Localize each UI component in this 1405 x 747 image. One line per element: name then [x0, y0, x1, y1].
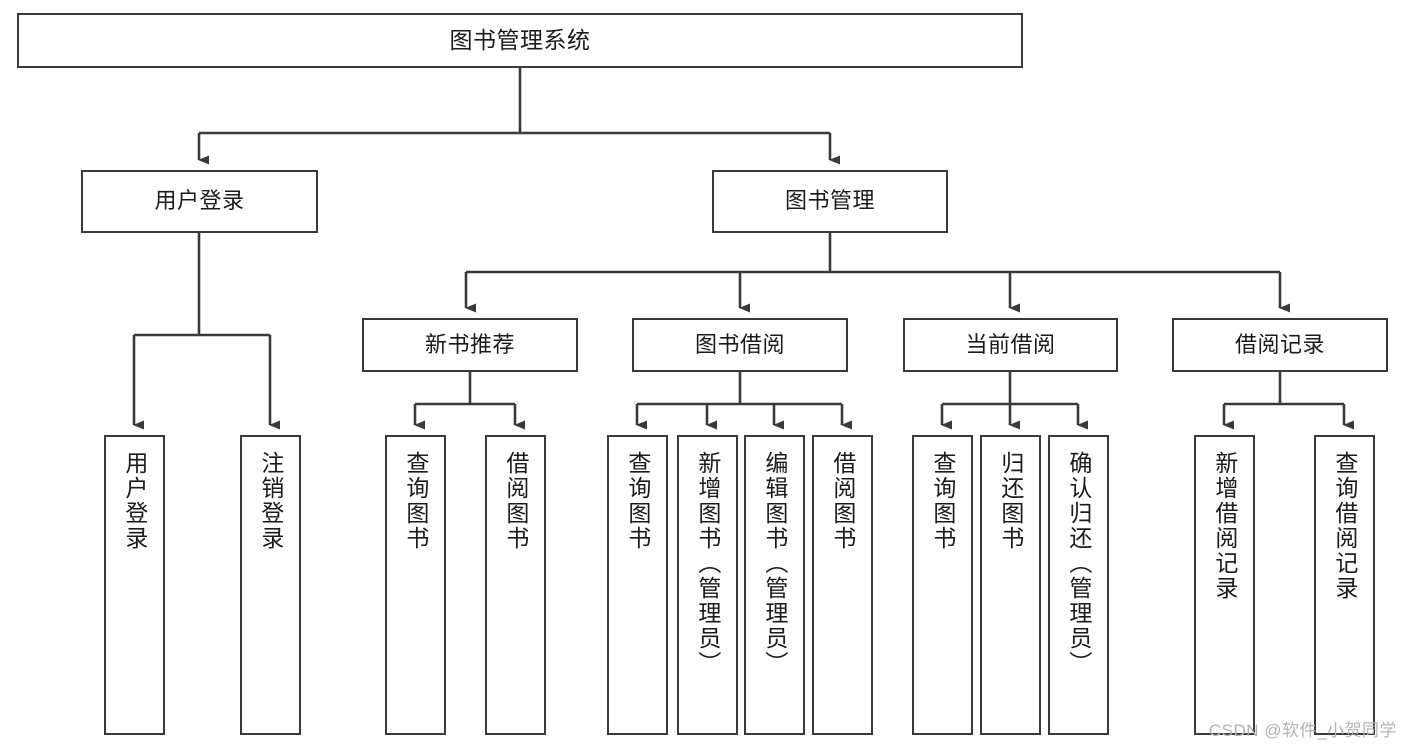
node-label: 确认归还（管理员）: [1065, 451, 1092, 676]
node-label: 编辑图书（管理员）: [761, 451, 788, 676]
node-label: 用户登录: [121, 451, 148, 551]
leaf-current-borrow-return[interactable]: 归还图书: [980, 435, 1041, 735]
leaf-book-borrow-query[interactable]: 查询图书: [607, 435, 668, 735]
node-label: 借阅记录: [1234, 331, 1325, 357]
node-label: 借阅图书: [502, 451, 529, 551]
leaf-borrow-record-add[interactable]: 新增借阅记录: [1194, 435, 1255, 735]
node-user-login[interactable]: 用户登录: [81, 170, 318, 233]
node-book-management[interactable]: 图书管理: [712, 170, 948, 233]
leaf-current-borrow-query[interactable]: 查询图书: [912, 435, 973, 735]
leaf-book-borrow-edit[interactable]: 编辑图书（管理员）: [744, 435, 805, 735]
node-label: 借阅图书: [829, 451, 856, 551]
leaf-user-login-signin[interactable]: 用户登录: [104, 435, 165, 735]
leaf-book-borrow-lend[interactable]: 借阅图书: [812, 435, 873, 735]
leaf-current-borrow-confirm-return[interactable]: 确认归还（管理员）: [1048, 435, 1109, 735]
node-label: 图书管理: [784, 188, 875, 214]
node-new-book-recommend[interactable]: 新书推荐: [362, 318, 578, 372]
csdn-watermark: CSDN @软件_小贺同学: [1208, 721, 1397, 740]
node-label: 查询图书: [929, 451, 956, 551]
node-book-borrow[interactable]: 图书借阅: [632, 318, 848, 372]
node-label: 新增图书（管理员）: [694, 451, 721, 676]
node-label: 查询图书: [402, 451, 429, 551]
leaf-new-book-borrow[interactable]: 借阅图书: [485, 435, 546, 735]
node-borrow-record[interactable]: 借阅记录: [1172, 318, 1388, 372]
node-label: 当前借阅: [965, 331, 1056, 357]
node-label: 新增借阅记录: [1211, 451, 1238, 601]
leaf-new-book-query[interactable]: 查询图书: [385, 435, 446, 735]
node-label: 新书推荐: [424, 331, 515, 357]
leaf-borrow-record-query[interactable]: 查询借阅记录: [1314, 435, 1375, 735]
node-label: 注销登录: [257, 451, 284, 551]
node-label: 查询图书: [624, 451, 651, 551]
node-root-system[interactable]: 图书管理系统: [17, 13, 1023, 68]
node-label: 归还图书: [997, 451, 1024, 551]
node-label: 图书借阅: [694, 331, 785, 357]
leaf-book-borrow-add[interactable]: 新增图书（管理员）: [677, 435, 738, 735]
node-current-borrow[interactable]: 当前借阅: [903, 318, 1118, 372]
node-label: 用户登录: [154, 188, 245, 214]
node-label: 查询借阅记录: [1331, 451, 1358, 601]
leaf-user-login-signout[interactable]: 注销登录: [240, 435, 301, 735]
node-label: 图书管理系统: [449, 26, 591, 53]
